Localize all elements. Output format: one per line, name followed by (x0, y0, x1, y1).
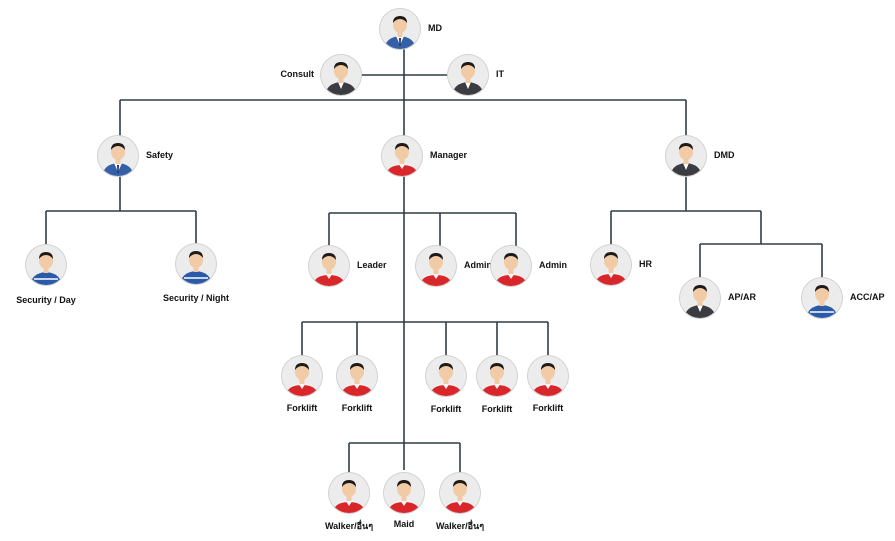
node-dmd: DMD (666, 136, 735, 176)
node-label: MD (428, 23, 442, 33)
md-photo (380, 9, 420, 49)
node-admin-1: Admin (416, 246, 492, 286)
node-forklift-4: Forklift (477, 356, 517, 414)
node-it: IT (448, 55, 504, 95)
node-security-day: Security / Day (16, 245, 76, 305)
node-label: Admin (539, 260, 567, 270)
person-photo-icon (802, 278, 842, 318)
node-label: Consult (280, 69, 315, 79)
node-label: Forklift (481, 404, 513, 414)
person-photo-icon (176, 244, 216, 284)
node-label: Safety (146, 150, 174, 160)
person-photo-icon (477, 356, 517, 396)
person-photo-icon (321, 55, 361, 95)
node-md: MD (380, 9, 442, 49)
node-forklift-5: Forklift (528, 356, 568, 413)
node-acc-ap: ACC/AP (802, 278, 885, 318)
person-photo-icon (382, 136, 422, 176)
person-photo-icon (309, 246, 349, 286)
node-label: Maid (393, 519, 415, 529)
manager-photo (382, 136, 422, 176)
node-label: IT (496, 69, 504, 79)
person-photo-icon (426, 356, 466, 396)
node-label: Security / Night (162, 293, 230, 303)
person-photo-icon (337, 356, 377, 396)
person-photo-icon (384, 473, 424, 513)
node-consult: Consult (281, 55, 361, 95)
person-photo-icon (448, 55, 488, 95)
node-label: HR (639, 259, 652, 269)
admin-2-photo (491, 246, 531, 286)
walker-1-photo (329, 473, 369, 513)
node-maid: Maid (384, 473, 424, 529)
maid-photo (384, 473, 424, 513)
node-label: AP/AR (728, 292, 757, 302)
node-ap-ar: AP/AR (680, 278, 756, 318)
node-label: ACC/AP (850, 292, 885, 302)
acc-ap-photo (802, 278, 842, 318)
dmd-photo (666, 136, 706, 176)
node-walker-1: Walker/อื่นๆ (325, 473, 373, 531)
person-photo-icon (329, 473, 369, 513)
person-photo-icon (416, 246, 456, 286)
person-photo-icon (380, 9, 420, 49)
node-forklift-3: Forklift (426, 356, 466, 414)
person-photo-icon (491, 246, 531, 286)
node-label: Forklift (286, 403, 318, 413)
person-photo-icon (591, 245, 631, 285)
node-label: Forklift (430, 404, 462, 414)
admin-1-photo (416, 246, 456, 286)
node-label: Leader (357, 260, 387, 270)
person-photo-icon (98, 136, 138, 176)
leader-photo (309, 246, 349, 286)
hr-photo (591, 245, 631, 285)
node-label: Manager (430, 150, 468, 160)
node-label: DMD (714, 150, 735, 160)
person-photo-icon (440, 473, 480, 513)
person-photo-icon (528, 356, 568, 396)
node-label: Forklift (532, 403, 564, 413)
node-hr: HR (591, 245, 652, 285)
node-security-night: Security / Night (163, 244, 229, 303)
forklift-3-photo (426, 356, 466, 396)
node-label: Forklift (341, 403, 373, 413)
node-label: Walker/อื่นๆ (435, 521, 485, 531)
connector-group (45, 49, 823, 473)
ap-ar-photo (680, 278, 720, 318)
node-safety: Safety (98, 136, 173, 176)
safety-photo (98, 136, 138, 176)
node-walker-2: Walker/อื่นๆ (436, 473, 484, 531)
forklift-1-photo (282, 356, 322, 396)
walker-2-photo (440, 473, 480, 513)
consult-photo (321, 55, 361, 95)
forklift-5-photo (528, 356, 568, 396)
node-label: Walker/อื่นๆ (324, 521, 374, 531)
node-admin-2: Admin (491, 246, 567, 286)
node-label: Security / Day (16, 295, 76, 305)
it-photo (448, 55, 488, 95)
forklift-2-photo (337, 356, 377, 396)
security-day-photo (26, 245, 66, 285)
node-forklift-2: Forklift (337, 356, 377, 413)
security-night-photo (176, 244, 216, 284)
person-photo-icon (666, 136, 706, 176)
node-forklift-1: Forklift (282, 356, 322, 413)
person-photo-icon (26, 245, 66, 285)
person-photo-icon (282, 356, 322, 396)
node-label: Admin (464, 260, 492, 270)
node-manager: Manager (382, 136, 467, 176)
node-leader: Leader (309, 246, 387, 286)
person-photo-icon (680, 278, 720, 318)
forklift-4-photo (477, 356, 517, 396)
